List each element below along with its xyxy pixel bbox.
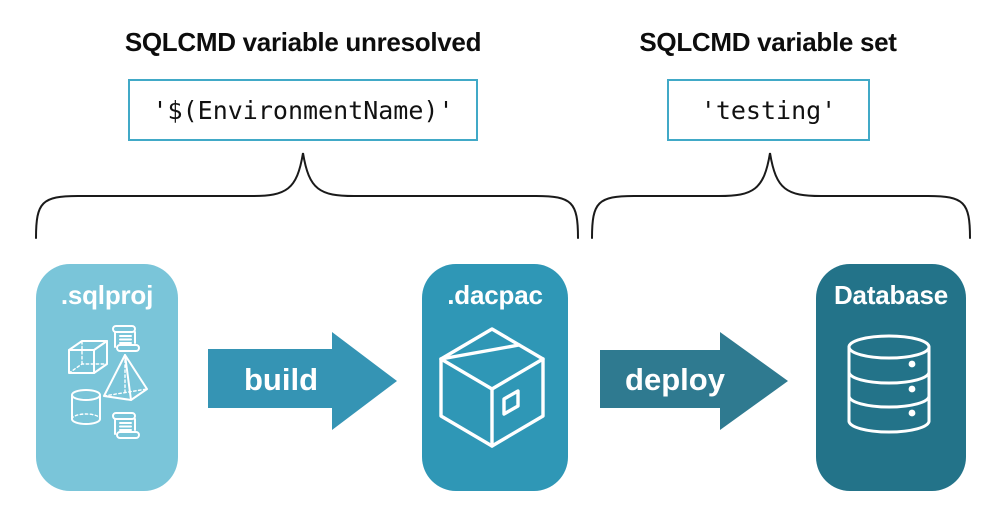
package-icon <box>439 327 545 448</box>
build-arrow-label: build <box>243 361 319 397</box>
node-dacpac: .dacpac <box>422 264 568 491</box>
right-brace-shape <box>591 152 971 239</box>
node-dacpac-label: .dacpac <box>447 280 543 310</box>
code-text-set: 'testing' <box>700 95 837 125</box>
scroll-icon <box>112 412 140 439</box>
heading-sqlcmd-set: SQLCMD variable set <box>639 27 897 57</box>
code-box-unresolved: '$(EnvironmentName)' <box>128 79 478 141</box>
node-sqlproj-label: .sqlproj <box>60 280 154 310</box>
deploy-arrow-shape <box>600 332 788 430</box>
build-arrow-shape <box>208 332 397 430</box>
scroll-icon <box>112 325 140 352</box>
code-box-set: 'testing' <box>667 79 870 141</box>
build-arrow: build <box>208 332 397 430</box>
sql-objects-icon <box>68 325 148 439</box>
node-database-label: Database <box>833 280 949 310</box>
node-sqlproj: .sqlproj <box>36 264 178 491</box>
heading-sqlcmd-unresolved: SQLCMD variable unresolved <box>124 27 482 57</box>
node-database: Database <box>816 264 966 491</box>
cylinder-icon <box>71 389 101 425</box>
deploy-arrow: deploy <box>600 332 788 430</box>
left-brace-shape <box>35 152 579 239</box>
code-text-unresolved: '$(EnvironmentName)' <box>152 95 454 125</box>
database-cylinder-icon <box>847 334 931 434</box>
pyramid-icon <box>103 354 148 401</box>
cube-icon <box>68 340 108 374</box>
deploy-arrow-label: deploy <box>625 361 725 397</box>
